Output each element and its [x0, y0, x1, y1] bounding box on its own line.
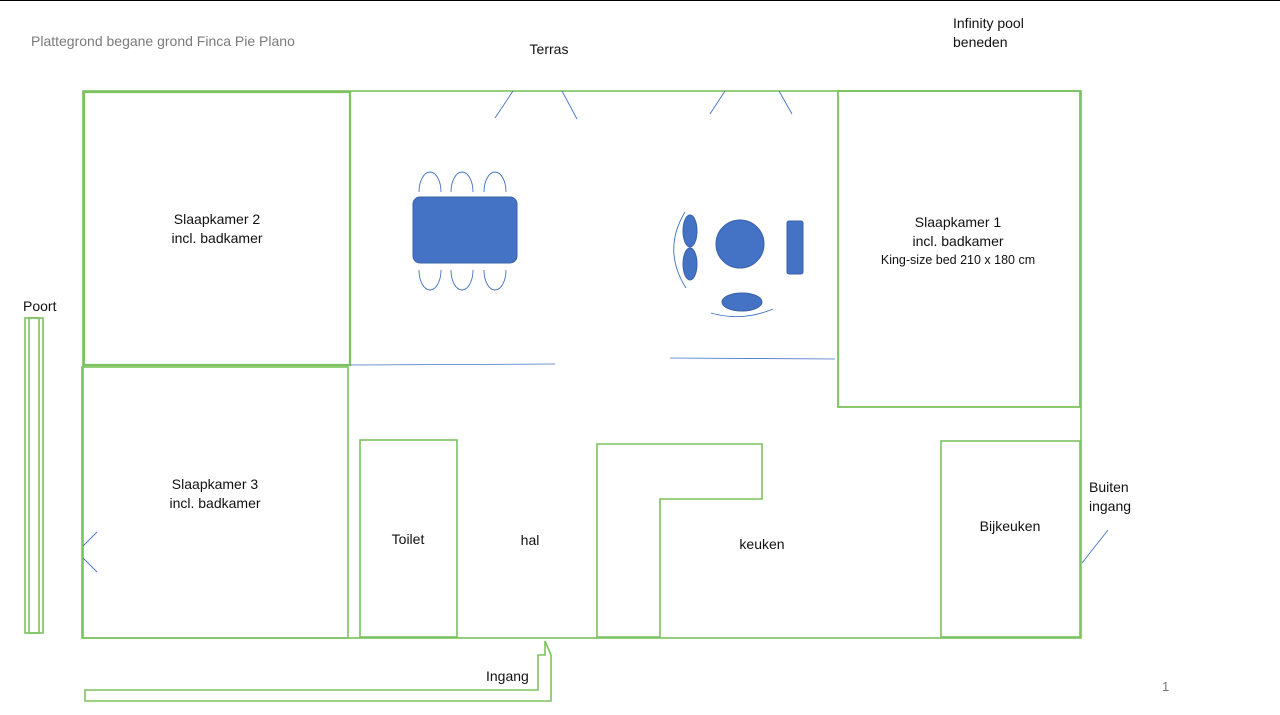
- bedroom3-door-a: [82, 531, 98, 547]
- room-sub: incl. badkamer: [169, 495, 261, 511]
- gate-inner: [28, 317, 40, 634]
- entrance-arrow: [84, 640, 552, 702]
- room-slaapkamer-3: Slaapkamer 3 incl. badkamer: [169, 475, 260, 513]
- chair-top-3: [483, 171, 507, 193]
- room-keuken: keuken: [739, 536, 785, 552]
- terrace-door-2a: [709, 90, 726, 115]
- top-border-line: [0, 0, 1280, 1]
- chair-bottom-2: [450, 269, 474, 291]
- sofa-arc-bottom: [710, 308, 774, 318]
- coffee-table: [715, 219, 765, 269]
- plan-title: Plattegrond begane grond Finca Pie Plano: [31, 33, 295, 49]
- page-number: 1: [1162, 679, 1170, 694]
- room-bijkeuken: Bijkeuken: [979, 518, 1041, 534]
- bedroom3-door-b: [82, 557, 98, 573]
- label-ingang: Ingang: [486, 668, 529, 684]
- ottoman: [721, 292, 763, 312]
- partition-left: [349, 363, 556, 366]
- room-name: Slaapkamer 3: [171, 476, 259, 492]
- chair-top-2: [450, 171, 474, 193]
- chair-bottom-3: [483, 269, 507, 291]
- room-name: Slaapkamer 1: [914, 214, 1002, 230]
- room-sub: incl. badkamer: [912, 233, 1004, 249]
- room-hal: hal: [520, 532, 540, 548]
- terrace-door-1b: [561, 90, 578, 120]
- label-pool-line2: beneden: [953, 34, 1008, 50]
- room-toilet: Toilet: [391, 531, 425, 547]
- wall-toilet: [359, 439, 458, 638]
- room-name: Slaapkamer 2: [173, 211, 261, 227]
- side-entrance-door: [1081, 529, 1109, 564]
- lounge-chair-2: [682, 247, 698, 281]
- gate-outer: [24, 317, 44, 634]
- label-buiten-line2: ingang: [1089, 498, 1132, 514]
- label-poort: Poort: [23, 298, 57, 314]
- terrace-door-2b: [778, 90, 793, 115]
- label-infinity-pool: Infinity pool beneden: [953, 14, 1024, 52]
- room-slaapkamer-2: Slaapkamer 2 incl. badkamer: [171, 210, 262, 248]
- wall-slaapkamer-3: [81, 366, 349, 639]
- chair-top-1: [418, 171, 442, 193]
- partition-right: [669, 357, 836, 360]
- room-bed-note: King-size bed 210 x 180 cm: [880, 253, 1036, 267]
- label-buiten-line1: Buiten: [1089, 479, 1129, 495]
- room-sub: incl. badkamer: [171, 230, 263, 246]
- side-bench: [786, 220, 804, 275]
- wall-bijkeuken: [940, 440, 1081, 638]
- label-terras: Terras: [529, 41, 569, 57]
- wall-slaapkamer-1: [837, 90, 1081, 408]
- chair-bottom-1: [418, 269, 442, 291]
- lounge-chair-1: [682, 214, 698, 248]
- room-slaapkamer-1: Slaapkamer 1 incl. badkamer King-size be…: [881, 213, 1035, 270]
- label-buiten-ingang: Buiten ingang: [1089, 478, 1131, 516]
- sofa-arc-left: [673, 211, 687, 289]
- dining-table: [412, 196, 518, 264]
- label-pool-line1: Infinity pool: [953, 15, 1024, 31]
- kitchen-counter: [596, 443, 763, 638]
- wall-slaapkamer-2: [82, 90, 352, 367]
- terrace-door-1a: [494, 90, 514, 119]
